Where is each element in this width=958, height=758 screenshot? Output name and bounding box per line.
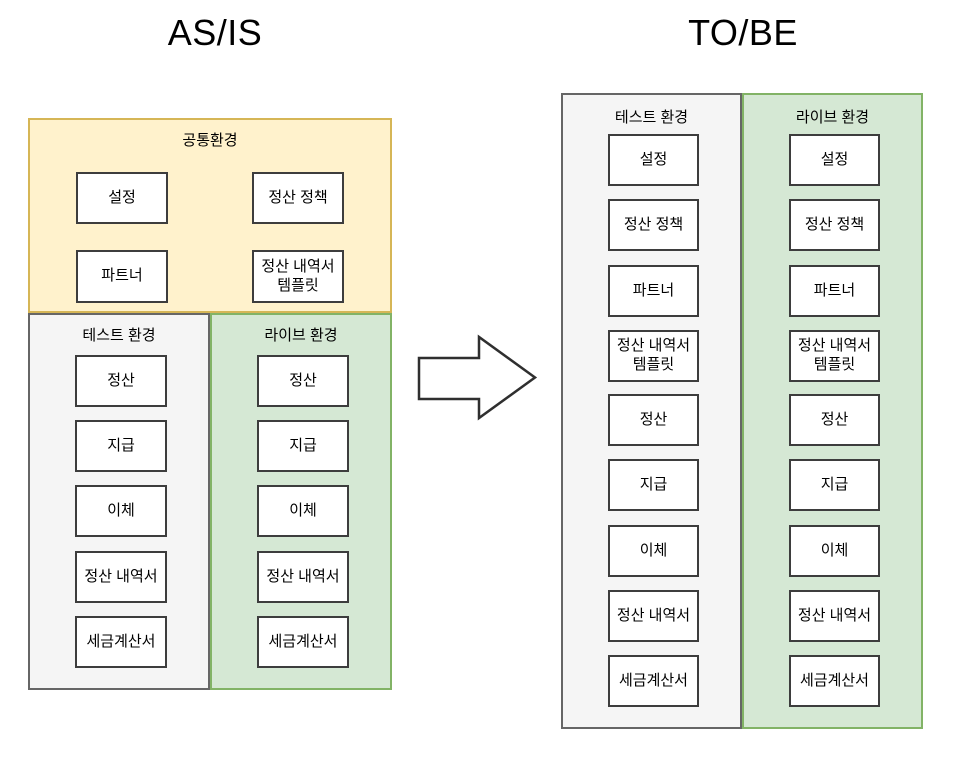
node-settlement-policy: 정산 정책: [608, 199, 699, 251]
test-environment-label: 테스트 환경: [614, 109, 689, 126]
node-transfer: 이체: [789, 525, 880, 577]
node-payment: 지급: [608, 459, 699, 511]
node-settlement-statement: 정산 내역서: [608, 590, 699, 642]
live-environment-label: 라이브 환경: [795, 109, 870, 126]
node-transfer: 이체: [608, 525, 699, 577]
node-tax-invoice: 세금계산서: [608, 655, 699, 707]
right-arrow-icon: [417, 334, 538, 421]
node-settings: 설정: [789, 134, 880, 186]
node-settlement-statement: 정산 내역서: [789, 590, 880, 642]
node-settlement: 정산: [789, 394, 880, 446]
node-tax-invoice: 세금계산서: [75, 616, 167, 668]
tobe-title: TO/BE: [688, 12, 798, 53]
tobe-test-environment: 테스트 환경 설정 정산 정책 파트너 정산 내역서 템플릿 정산 지급 이체 …: [561, 93, 742, 729]
node-tax-invoice: 세금계산서: [789, 655, 880, 707]
node-partner: 파트너: [608, 265, 699, 317]
node-payment: 지급: [789, 459, 880, 511]
node-settlement-policy: 정산 정책: [252, 172, 344, 224]
node-transfer: 이체: [257, 485, 349, 537]
node-settlement-statement: 정산 내역서: [257, 551, 349, 603]
node-payment: 지급: [257, 420, 349, 472]
node-settlement-statement-template: 정산 내역서 템플릿: [252, 250, 344, 303]
tobe-diagram: 테스트 환경 설정 정산 정책 파트너 정산 내역서 템플릿 정산 지급 이체 …: [561, 93, 923, 729]
node-settings: 설정: [608, 134, 699, 186]
asis-live-environment: 라이브 환경 정산 지급 이체 정산 내역서 세금계산서: [210, 313, 392, 690]
node-partner: 파트너: [76, 250, 168, 303]
node-payment: 지급: [75, 420, 167, 472]
node-settlement: 정산: [75, 355, 167, 407]
node-tax-invoice: 세금계산서: [257, 616, 349, 668]
asis-common-environment: 공통환경 설정 정산 정책 파트너 정산 내역서 템플릿: [28, 118, 392, 313]
node-settlement-statement-template: 정산 내역서 템플릿: [789, 330, 880, 382]
node-settings: 설정: [76, 172, 168, 224]
node-settlement-policy: 정산 정책: [789, 199, 880, 251]
common-environment-label: 공통환경: [182, 132, 238, 149]
node-transfer: 이체: [75, 485, 167, 537]
tobe-live-environment: 라이브 환경 설정 정산 정책 파트너 정산 내역서 템플릿 정산 지급 이체 …: [742, 93, 923, 729]
node-settlement-statement: 정산 내역서: [75, 551, 167, 603]
test-environment-label: 테스트 환경: [82, 327, 156, 344]
asis-title: AS/IS: [167, 12, 263, 53]
asis-diagram: 공통환경 설정 정산 정책 파트너 정산 내역서 템플릿 테스트 환경 정산 지…: [28, 118, 392, 690]
asis-test-environment: 테스트 환경 정산 지급 이체 정산 내역서 세금계산서: [28, 313, 210, 690]
live-environment-label: 라이브 환경: [264, 327, 338, 344]
node-settlement-statement-template: 정산 내역서 템플릿: [608, 330, 699, 382]
node-settlement: 정산: [608, 394, 699, 446]
node-partner: 파트너: [789, 265, 880, 317]
node-settlement: 정산: [257, 355, 349, 407]
